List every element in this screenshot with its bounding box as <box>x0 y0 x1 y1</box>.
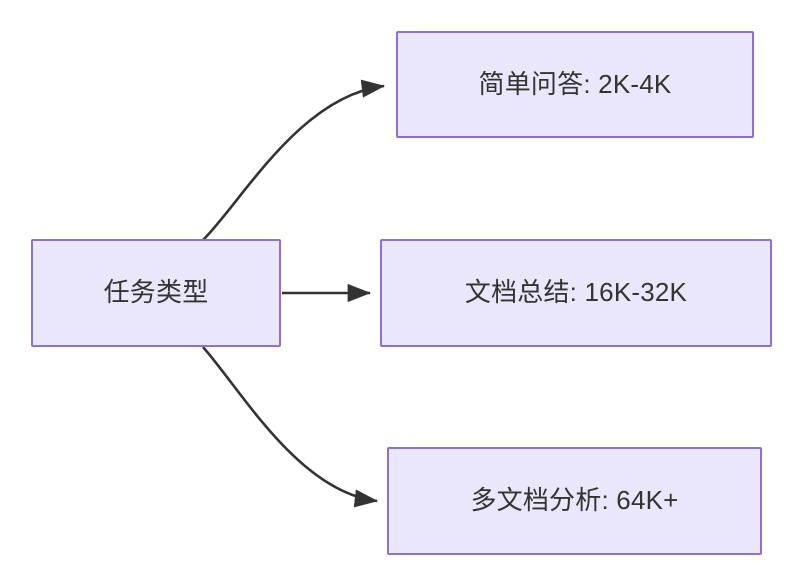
node-doc-summary[interactable]: 文档总结: 16K-32K <box>380 239 772 347</box>
node-simple-qa[interactable]: 简单问答: 2K-4K <box>396 31 754 138</box>
node-task-type-label: 任务类型 <box>103 277 209 308</box>
node-multi-doc-label: 多文档分析: 64K+ <box>470 485 679 516</box>
edge-root-to-simple-qa <box>202 79 386 241</box>
edge-root-to-multi-doc <box>202 346 379 508</box>
node-task-type[interactable]: 任务类型 <box>31 239 281 347</box>
node-doc-summary-label: 文档总结: 16K-32K <box>464 277 688 308</box>
node-simple-qa-label: 简单问答: 2K-4K <box>478 68 672 99</box>
node-multi-doc[interactable]: 多文档分析: 64K+ <box>387 447 762 555</box>
